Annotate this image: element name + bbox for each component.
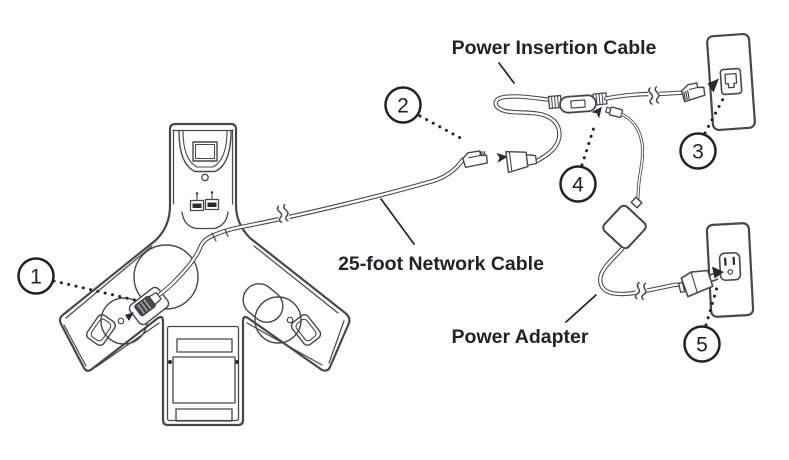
callout-1-circle (17, 257, 55, 295)
network-cable-rj45-plug (462, 150, 488, 169)
power-insertion-cable-label: Power Insertion Cable (452, 37, 657, 59)
label-network-cable: 25-foot Network Cable (338, 198, 544, 275)
power-receptacle (718, 251, 742, 282)
callout-5: 5 (683, 282, 721, 363)
phone-network-plug (134, 291, 162, 317)
callout-4-circle (559, 165, 597, 203)
power-adapter-brick (602, 204, 647, 250)
connect-arrow-icon (707, 78, 719, 93)
conference-phone-illustration (58, 122, 351, 427)
plug-direction-arrow (125, 312, 134, 321)
callout-2-leader (418, 114, 468, 143)
callout-2-number: 2 (397, 95, 409, 118)
phone-screw-hole (201, 173, 209, 182)
label-power-insertion-cable: Power Insertion Cable (452, 37, 657, 84)
callout-4-number: 4 (572, 174, 584, 197)
callout-5-leader (704, 282, 720, 327)
network-cable (152, 160, 463, 301)
callout-3-circle (679, 132, 717, 170)
ethernet-jack (719, 67, 743, 96)
callout-2: 2 (384, 86, 468, 143)
phone-outline (58, 122, 351, 427)
phone-right-leg-details (242, 283, 322, 346)
callout-1-number: 1 (30, 266, 42, 289)
dc-barrel-connector (605, 106, 624, 119)
cable-break-symbol (633, 281, 649, 301)
phone-bottom-compartment (166, 325, 240, 422)
connect-arrow-icon (591, 106, 602, 119)
connect-arrow-icon (496, 152, 508, 163)
power-adapter-assembly (591, 106, 681, 301)
callout-3: 3 (679, 97, 725, 170)
label-leader-line (498, 62, 515, 84)
callout-4-leader (580, 122, 597, 167)
power-outlet-wall-plate (705, 222, 755, 318)
power-adapter-label: Power Adapter (452, 326, 589, 348)
power-inserter-module (547, 92, 608, 114)
label-leader-line (380, 198, 415, 245)
callout-2-circle (384, 86, 422, 124)
connect-arrow-icon (712, 266, 724, 279)
network-cable-label: 25-foot Network Cable (338, 253, 544, 275)
callout-5-circle (683, 325, 721, 363)
phone-connector-boss (133, 244, 199, 310)
power-plug (677, 269, 719, 298)
wall-rj45-plug (680, 82, 706, 103)
callout-5-number: 5 (696, 334, 708, 357)
phone-top-leg-details (178, 130, 232, 230)
phone-cable-ports (189, 191, 220, 212)
power-insertion-cable (496, 85, 684, 174)
insertion-cable-female-end (505, 150, 538, 174)
callout-3-leader (703, 97, 725, 135)
callout-1-leader (52, 279, 141, 303)
label-power-adapter: Power Adapter (452, 294, 597, 348)
cable-break-symbol (646, 85, 662, 106)
callout-4: 4 (559, 122, 597, 203)
phone-label-plate (192, 141, 218, 162)
callout-3-number: 3 (692, 141, 704, 164)
callout-1: 1 (17, 257, 141, 303)
label-leader-line (565, 294, 597, 323)
